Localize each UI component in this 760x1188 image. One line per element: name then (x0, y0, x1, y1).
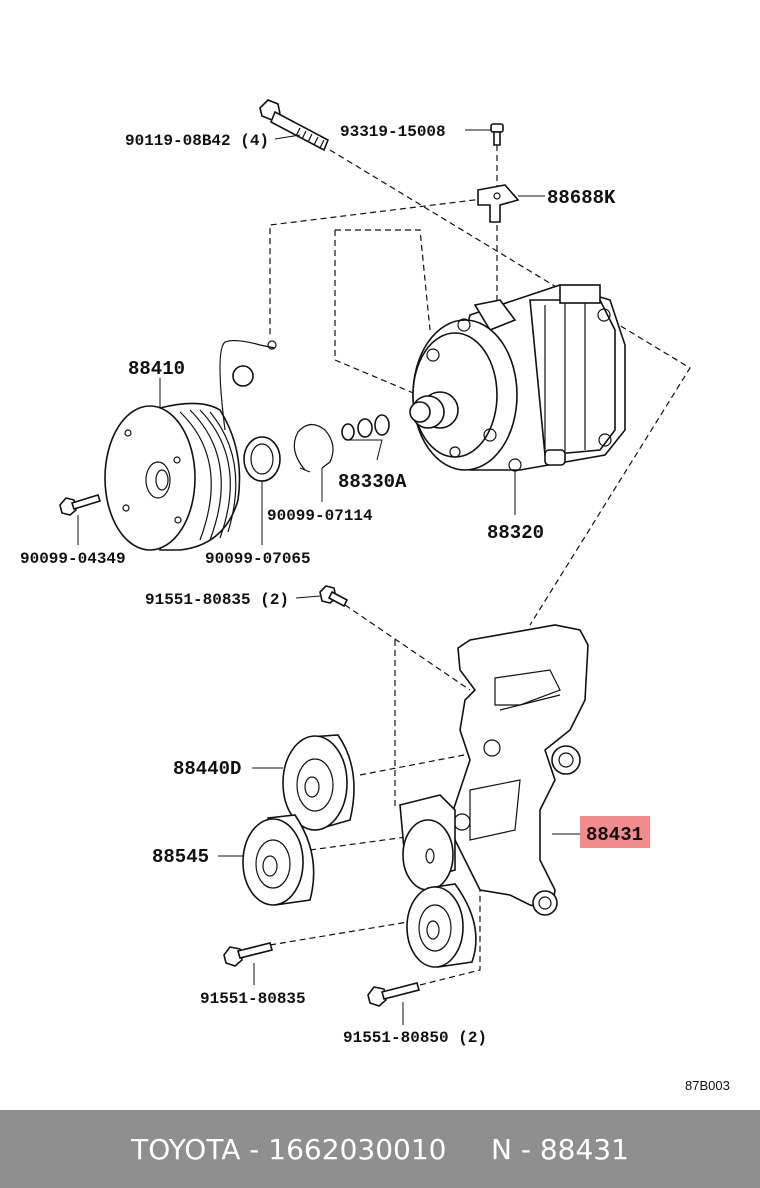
footer-brand-code: TOYOTA - 1662030010 (131, 1132, 447, 1166)
highlight-box (580, 816, 650, 848)
bracket-88688K-icon (477, 184, 520, 223)
callout-91551-80850-2: 91551-80850 (2) (343, 1029, 487, 1047)
snap-ring-90099-07065-icon (243, 436, 281, 482)
lower-pulley-icon (406, 883, 477, 968)
leader-lines (77, 129, 580, 1025)
bolt-90119-icon (259, 99, 330, 152)
callout-91551-80835: 91551-80835 (200, 990, 306, 1008)
bolt-91551-80850-icon (367, 982, 420, 1007)
footer-part-ref: N - 88431 (490, 1132, 629, 1166)
pulley-88545-icon (242, 814, 315, 906)
diagram-code: 87B003 (685, 1078, 730, 1093)
callout-90099-07114: 90099-07114 (267, 507, 373, 525)
bolt-91551-80835-lower-icon (223, 942, 273, 967)
bolt-91551-80835-top-icon (319, 585, 349, 608)
callout-90119-08B42: 90119-08B42 (4) (125, 132, 269, 150)
callout-88410: 88410 (128, 358, 185, 380)
snap-ring-90099-07114-icon (293, 423, 334, 473)
shims-88330A-icon (341, 414, 390, 441)
callout-88440D: 88440D (173, 758, 241, 780)
callout-88545: 88545 (152, 846, 209, 868)
clutch-pulley-88410-icon (104, 339, 277, 551)
callout-88330A: 88330A (338, 471, 407, 493)
callout-88320: 88320 (487, 522, 544, 544)
footer-bar: TOYOTA - 1662030010 N - 88431 (0, 1110, 760, 1188)
compressor-88320-icon (409, 284, 626, 472)
screw-93319-icon (490, 123, 504, 146)
callout-88688K: 88688K (547, 187, 616, 209)
footer-spacer (446, 1133, 491, 1166)
parts-diagram: 90119-08B42 (4) 93319-15008 88688K 88410… (20, 99, 730, 1093)
callout-90099-07065: 90099-07065 (205, 550, 311, 568)
callout-91551-80835-2: 91551-80835 (2) (145, 591, 289, 609)
assembly-dashed-lines (269, 145, 691, 986)
callout-93319-15008: 93319-15008 (340, 123, 446, 141)
callout-labels: 90119-08B42 (4) 93319-15008 88688K 88410… (20, 123, 730, 1093)
bolt-90099-04349-icon (59, 494, 102, 516)
callout-90099-04349: 90099-04349 (20, 550, 126, 568)
bracket-88431-icon (449, 624, 589, 916)
bracket-idler-icon (399, 794, 456, 891)
idler-pulley-88440D-icon (282, 734, 355, 832)
callout-88431: 88431 (586, 824, 643, 846)
